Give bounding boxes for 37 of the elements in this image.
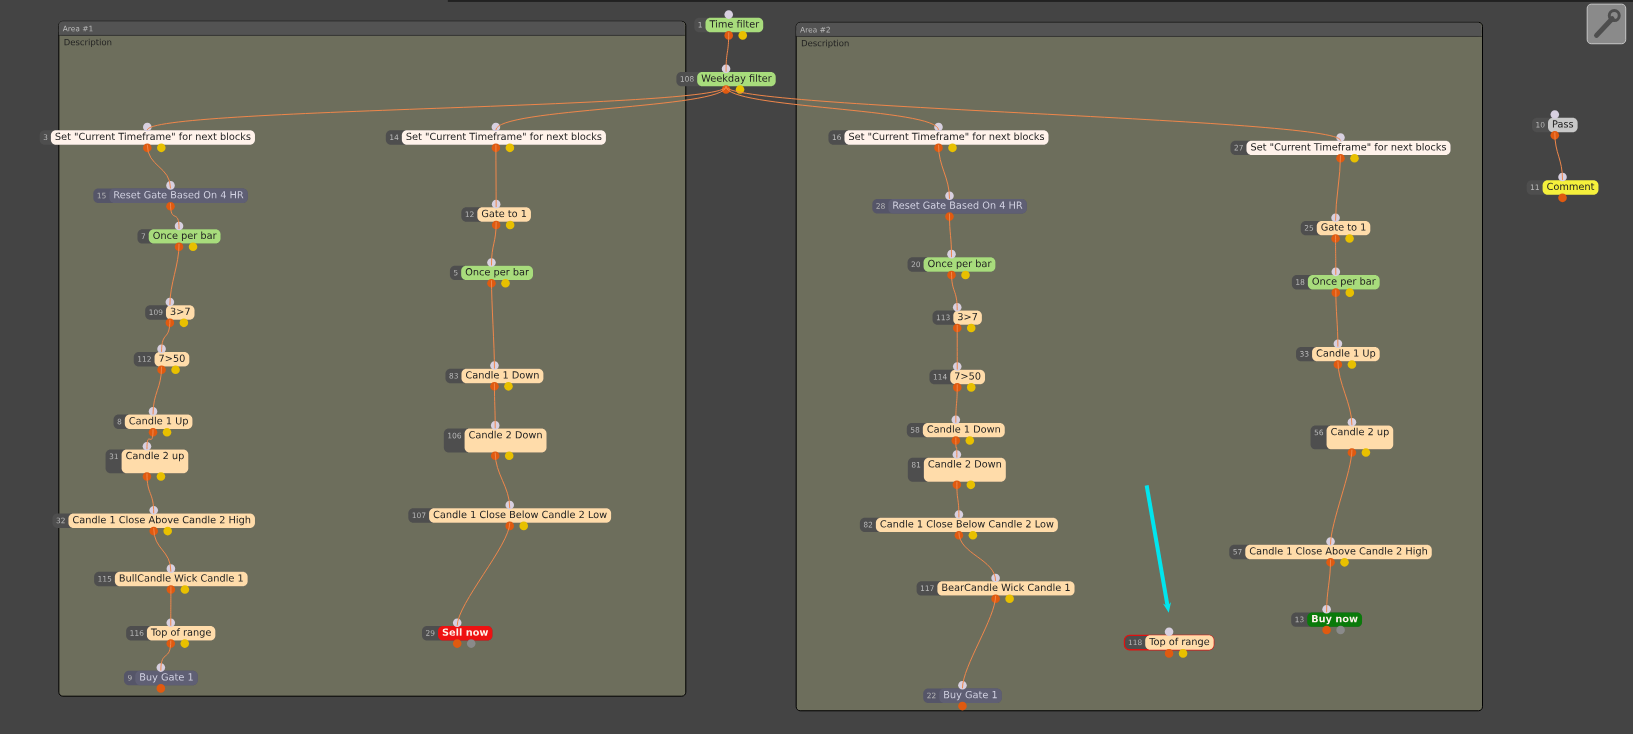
connector-line: [955, 437, 958, 459]
connector-line: [456, 522, 511, 627]
connector-line: [495, 86, 727, 131]
connector-line: [490, 279, 495, 370]
connector-line: [725, 86, 1341, 141]
connector-line: [146, 428, 154, 450]
connector-line: [495, 144, 497, 208]
connector-line: [938, 144, 950, 200]
connector-line: [152, 366, 163, 415]
connector-line: [951, 271, 958, 311]
connector-line: [146, 473, 155, 514]
connector-line: [169, 243, 180, 306]
connector-line: [1335, 234, 1337, 276]
connector-line: [1335, 154, 1341, 222]
connector-line: [956, 481, 960, 518]
connector-line: [146, 144, 171, 189]
connector-line: [493, 382, 496, 429]
connector-line: [725, 31, 730, 73]
connector-line: [160, 640, 172, 672]
connector-line: [1330, 449, 1353, 546]
connector-line: [170, 202, 180, 230]
connector-line: [494, 452, 511, 509]
connector-line: [1337, 361, 1353, 426]
connector-line: [1335, 289, 1339, 348]
connector-line: [956, 324, 958, 371]
connector-line: [161, 319, 171, 353]
connector-line: [490, 221, 497, 266]
connector-line: [949, 213, 952, 258]
connector-line: [170, 585, 172, 627]
connector-line: [153, 527, 172, 573]
connector-line: [725, 86, 939, 131]
connector-line: [961, 595, 997, 689]
connector-line: [146, 86, 727, 131]
connector-line: [958, 531, 997, 582]
connector-line: [1326, 558, 1332, 613]
connector-line: [955, 383, 958, 424]
connector-line: [1554, 131, 1563, 181]
